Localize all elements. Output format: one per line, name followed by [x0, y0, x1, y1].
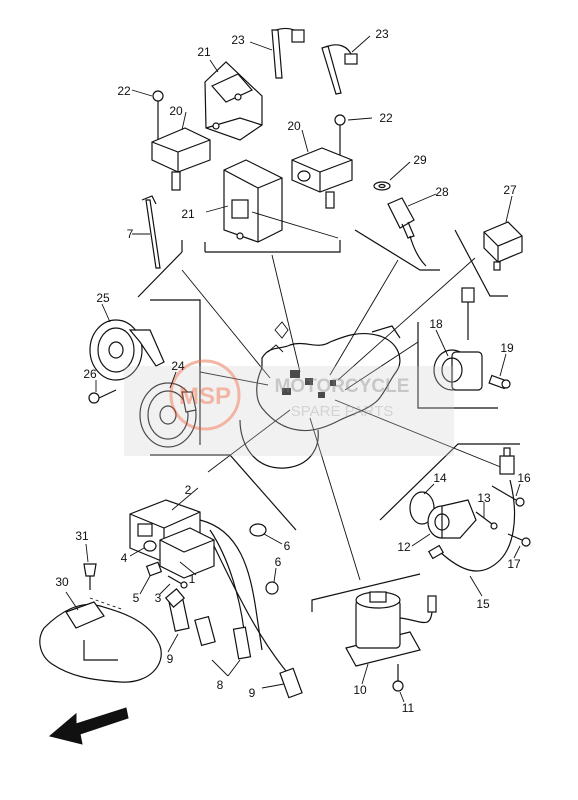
part-number-labels: 1 2 3 4 5 6 6 7 8 9 9 10 11 12 13 14 15 … [55, 27, 531, 715]
part-label: 25 [96, 291, 110, 305]
part-4-collar [143, 540, 157, 552]
watermark-brand-line1: MOTORCYCLE [275, 376, 410, 397]
part-8-plug-caps [194, 615, 252, 660]
part-label: 29 [413, 153, 427, 167]
part-label: 21 [197, 45, 211, 59]
part-27-relay [483, 221, 523, 271]
part-label: 20 [287, 119, 301, 133]
part-5-nut [145, 561, 163, 577]
part-17-bolt [507, 533, 531, 547]
part-20-sensor-right [291, 147, 353, 209]
coil-leads [199, 519, 291, 677]
section-brackets [137, 229, 520, 612]
part-7-cable-tie [141, 195, 161, 269]
leader-lines [181, 254, 509, 581]
part-20-sensor-left [151, 127, 211, 191]
part-21-bracket-bottom [223, 159, 283, 243]
part-label: 4 [121, 551, 128, 565]
part-label: 20 [169, 104, 183, 118]
part-label: 6 [275, 555, 282, 569]
part-label: 1 [189, 572, 196, 586]
part-label: 12 [397, 540, 411, 554]
part-29-washer [373, 181, 391, 191]
part-label: 26 [83, 367, 97, 381]
part-31-clip [83, 563, 97, 590]
watermark-logo: MSP [179, 383, 231, 410]
part-22-bolt-left [152, 90, 164, 140]
part-label: 9 [249, 686, 256, 700]
part-label: 23 [231, 33, 245, 47]
part-label: 10 [353, 683, 367, 697]
part-13-screw [475, 511, 498, 530]
part-25-horn [89, 319, 165, 381]
part-30-cover [39, 597, 162, 683]
part-18-sensor [433, 287, 483, 391]
part-1-ignition-coil [159, 527, 215, 579]
part-23-cable-tie-left [271, 27, 305, 79]
part-label: 30 [55, 575, 69, 589]
part-label: 23 [375, 27, 389, 41]
part-label: 14 [433, 471, 447, 485]
part-label: 15 [476, 597, 490, 611]
part-9-plug-cap-b [279, 667, 303, 699]
part-23-cable-tie-right [321, 44, 358, 95]
part-16-bolt [491, 485, 525, 507]
front-direction-arrow-icon [48, 707, 129, 745]
part-label: 19 [500, 341, 514, 355]
part-9-plug-cap-a [164, 588, 190, 632]
part-12-sensor [427, 499, 477, 539]
watermark-brand-line2: SPARE PARTS [291, 403, 394, 420]
part-label: 16 [517, 471, 531, 485]
part-label: 22 [379, 111, 393, 125]
part-28-sensor [387, 197, 427, 267]
wire-harness-center [239, 321, 401, 469]
part-label: 13 [477, 491, 491, 505]
part-label: 6 [284, 539, 291, 553]
part-19-bolt [488, 374, 511, 390]
part-label: 18 [429, 317, 443, 331]
part-22-bolt-right [334, 114, 346, 158]
part-label: 7 [127, 227, 134, 241]
part-label: 3 [155, 591, 162, 605]
part-3-screw [167, 575, 188, 589]
part-label: 22 [117, 84, 131, 98]
part-label: 17 [507, 557, 521, 571]
part-label: 8 [217, 678, 224, 692]
callout-leaders [65, 35, 521, 703]
part-label: 24 [171, 359, 185, 373]
part-label: 21 [181, 207, 195, 221]
part-11-bolt [392, 664, 404, 692]
part-label: 31 [75, 529, 89, 543]
part-14-o-ring [409, 491, 435, 525]
part-label: 28 [435, 185, 449, 199]
part-6-clamp-lower [265, 581, 279, 595]
part-label: 5 [133, 591, 140, 605]
part-15-wire [427, 447, 516, 572]
part-21-bracket-top [204, 61, 263, 141]
part-label: 27 [503, 183, 517, 197]
watermark: MSP MOTORCYCLE SPARE PARTS [124, 359, 454, 456]
part-10-solenoid [345, 591, 437, 667]
part-24-horn [139, 382, 197, 448]
part-label: 11 [402, 701, 415, 715]
dash-connector [251, 211, 339, 239]
part-6-clamp-upper [249, 523, 267, 537]
part-label: 9 [167, 652, 174, 666]
part-label: 2 [185, 483, 192, 497]
part-26-bolt [88, 389, 117, 404]
